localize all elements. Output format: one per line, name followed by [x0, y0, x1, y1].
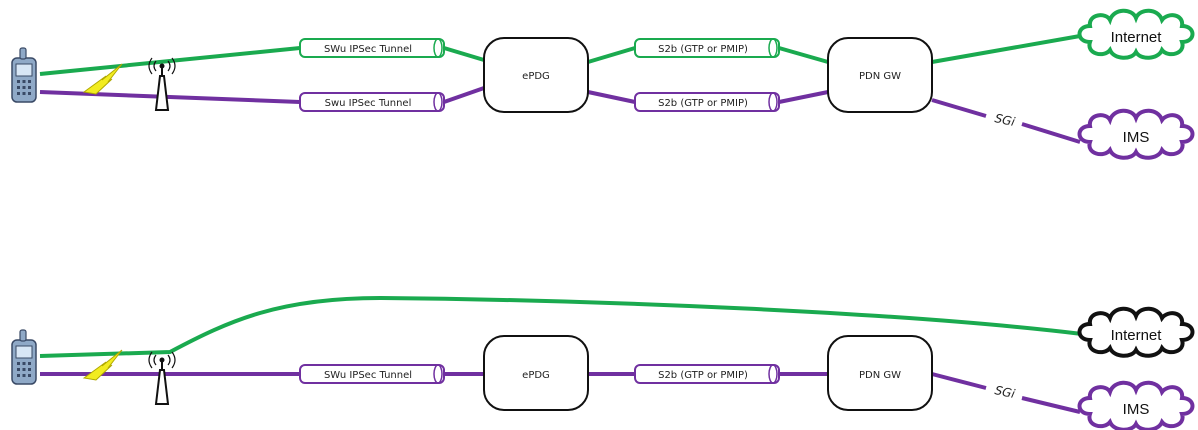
bottom-purple-path	[40, 372, 1081, 414]
ims-cloud: IMS	[1077, 108, 1195, 160]
s2b-label: S2b (GTP or PMIP)	[658, 98, 748, 109]
bottom-diagram: SWu IPSec Tunnel ePDG S2b (GTP or PMIP) …	[11, 295, 1195, 430]
pdn-gw-node: PDN GW	[827, 335, 933, 411]
internet-cloud: Internet	[1077, 8, 1195, 60]
epdg-node: ePDG	[483, 335, 589, 411]
s2b-tunnel: S2b (GTP or PMIP)	[634, 364, 780, 384]
internet-cloud: Internet	[1077, 306, 1195, 358]
internet-label: Internet	[1111, 327, 1163, 344]
epdg-label: ePDG	[522, 370, 550, 381]
ims-label: IMS	[1123, 129, 1150, 146]
epdg-label: ePDG	[522, 71, 550, 82]
bottom-green-path	[39, 295, 1083, 358]
pdn-gw-label: PDN GW	[859, 370, 901, 381]
tunnel-label: SWu IPSec Tunnel	[324, 370, 412, 381]
sgi-label: SGi	[993, 111, 1016, 129]
wifi-antenna-icon	[148, 57, 176, 111]
pdn-gw-label: PDN GW	[859, 71, 901, 82]
tunnel-label: SWu IPSec Tunnel	[324, 44, 412, 55]
s2b-label: S2b (GTP or PMIP)	[658, 370, 748, 381]
internet-label: Internet	[1111, 29, 1163, 46]
phone-icon	[11, 329, 37, 385]
pdn-gw-node: PDN GW	[827, 37, 933, 113]
swu-tunnel: SWu IPSec Tunnel	[299, 364, 445, 384]
phone-icon	[11, 47, 37, 103]
wifi-antenna-icon	[148, 351, 176, 405]
s2b-tunnel-purple: S2b (GTP or PMIP)	[634, 92, 780, 112]
top-diagram: SWu IPSec Tunnel Swu IPSec Tunnel ePDG S…	[11, 8, 1195, 160]
tunnel-label: Swu IPSec Tunnel	[325, 98, 412, 109]
s2b-label: S2b (GTP or PMIP)	[658, 44, 748, 55]
swu-tunnel-purple: Swu IPSec Tunnel	[299, 92, 445, 112]
sgi-label: SGi	[993, 383, 1016, 401]
top-green-path	[39, 34, 1081, 76]
ims-cloud: IMS	[1077, 380, 1195, 430]
swu-tunnel-green: SWu IPSec Tunnel	[299, 38, 445, 58]
epdg-node: ePDG	[483, 37, 589, 113]
s2b-tunnel-green: S2b (GTP or PMIP)	[634, 38, 780, 58]
top-purple-path	[39, 86, 1081, 144]
ims-label: IMS	[1123, 401, 1150, 418]
